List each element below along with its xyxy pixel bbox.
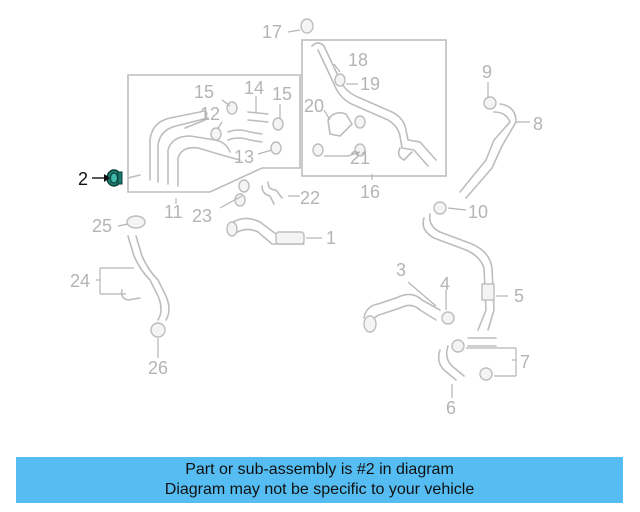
part-5-fitting (467, 337, 497, 347)
callout-3: 3 (396, 260, 406, 280)
part-9-clamp (483, 96, 497, 110)
part-22-hose (261, 181, 283, 205)
callout-2: 2 (78, 169, 88, 189)
hose-14 (247, 111, 269, 123)
part-4-clamp (441, 311, 455, 325)
callout-6: 6 (446, 398, 456, 418)
callout-5: 5 (514, 286, 524, 306)
leader-lines (96, 29, 530, 398)
part-1-hose (226, 217, 305, 245)
part-10-clamp (433, 201, 447, 215)
parts-diagram: 1 2 3 4 5 6 7 8 9 10 11 12 13 14 15 15 1… (70, 18, 543, 418)
part-23-clamps (234, 179, 250, 207)
callout-24: 24 (70, 271, 90, 291)
hose-assembly-11 (127, 110, 241, 187)
part-2-leader-arrow (92, 174, 110, 182)
part-3-hose (363, 293, 441, 333)
callout-12: 12 (200, 104, 220, 124)
part-7-clamps (451, 339, 493, 381)
callout-4: 4 (440, 274, 450, 294)
callout-23: 23 (192, 206, 212, 226)
part-24-pipe (120, 235, 170, 321)
callout-26: 26 (148, 358, 168, 378)
group-box-16 (301, 39, 447, 177)
part-5-pipe (422, 213, 495, 331)
hose-assembly-16 (311, 42, 437, 167)
callout-9: 9 (482, 62, 492, 82)
callout-21: 21 (350, 148, 370, 168)
part-26-clamp (150, 322, 166, 338)
callout-15-right: 15 (272, 84, 292, 104)
callout-7: 7 (520, 352, 530, 372)
callout-1: 1 (326, 228, 336, 248)
callout-11: 11 (164, 202, 183, 222)
caption-line-1: Part or sub-assembly is #2 in diagram (185, 461, 454, 478)
part-8-hose (459, 103, 517, 199)
callout-19: 19 (360, 74, 380, 94)
callout-22: 22 (300, 188, 320, 208)
callout-18: 18 (348, 50, 368, 70)
part-17-clamp (300, 18, 314, 34)
callout-14: 14 (244, 78, 264, 98)
caption-line-2: Diagram may not be specific to your vehi… (164, 481, 475, 498)
callout-10: 10 (468, 202, 488, 222)
diagram-caption-banner: Part or sub-assembly is #2 in diagram Di… (16, 457, 623, 503)
callout-8: 8 (533, 114, 543, 134)
part-25-cap (126, 215, 146, 229)
callout-15-left: 15 (194, 82, 214, 102)
callout-20: 20 (304, 96, 324, 116)
part-2-clamp (106, 169, 123, 187)
callout-25: 25 (92, 216, 112, 236)
clamps-11 (210, 101, 284, 155)
group-box-11 (127, 74, 301, 193)
callout-13: 13 (234, 147, 254, 167)
callout-16: 16 (360, 182, 380, 202)
hose-12 (227, 129, 263, 143)
part-6-hose (437, 345, 465, 381)
callout-17: 17 (262, 22, 282, 42)
clamps-16 (312, 73, 366, 157)
